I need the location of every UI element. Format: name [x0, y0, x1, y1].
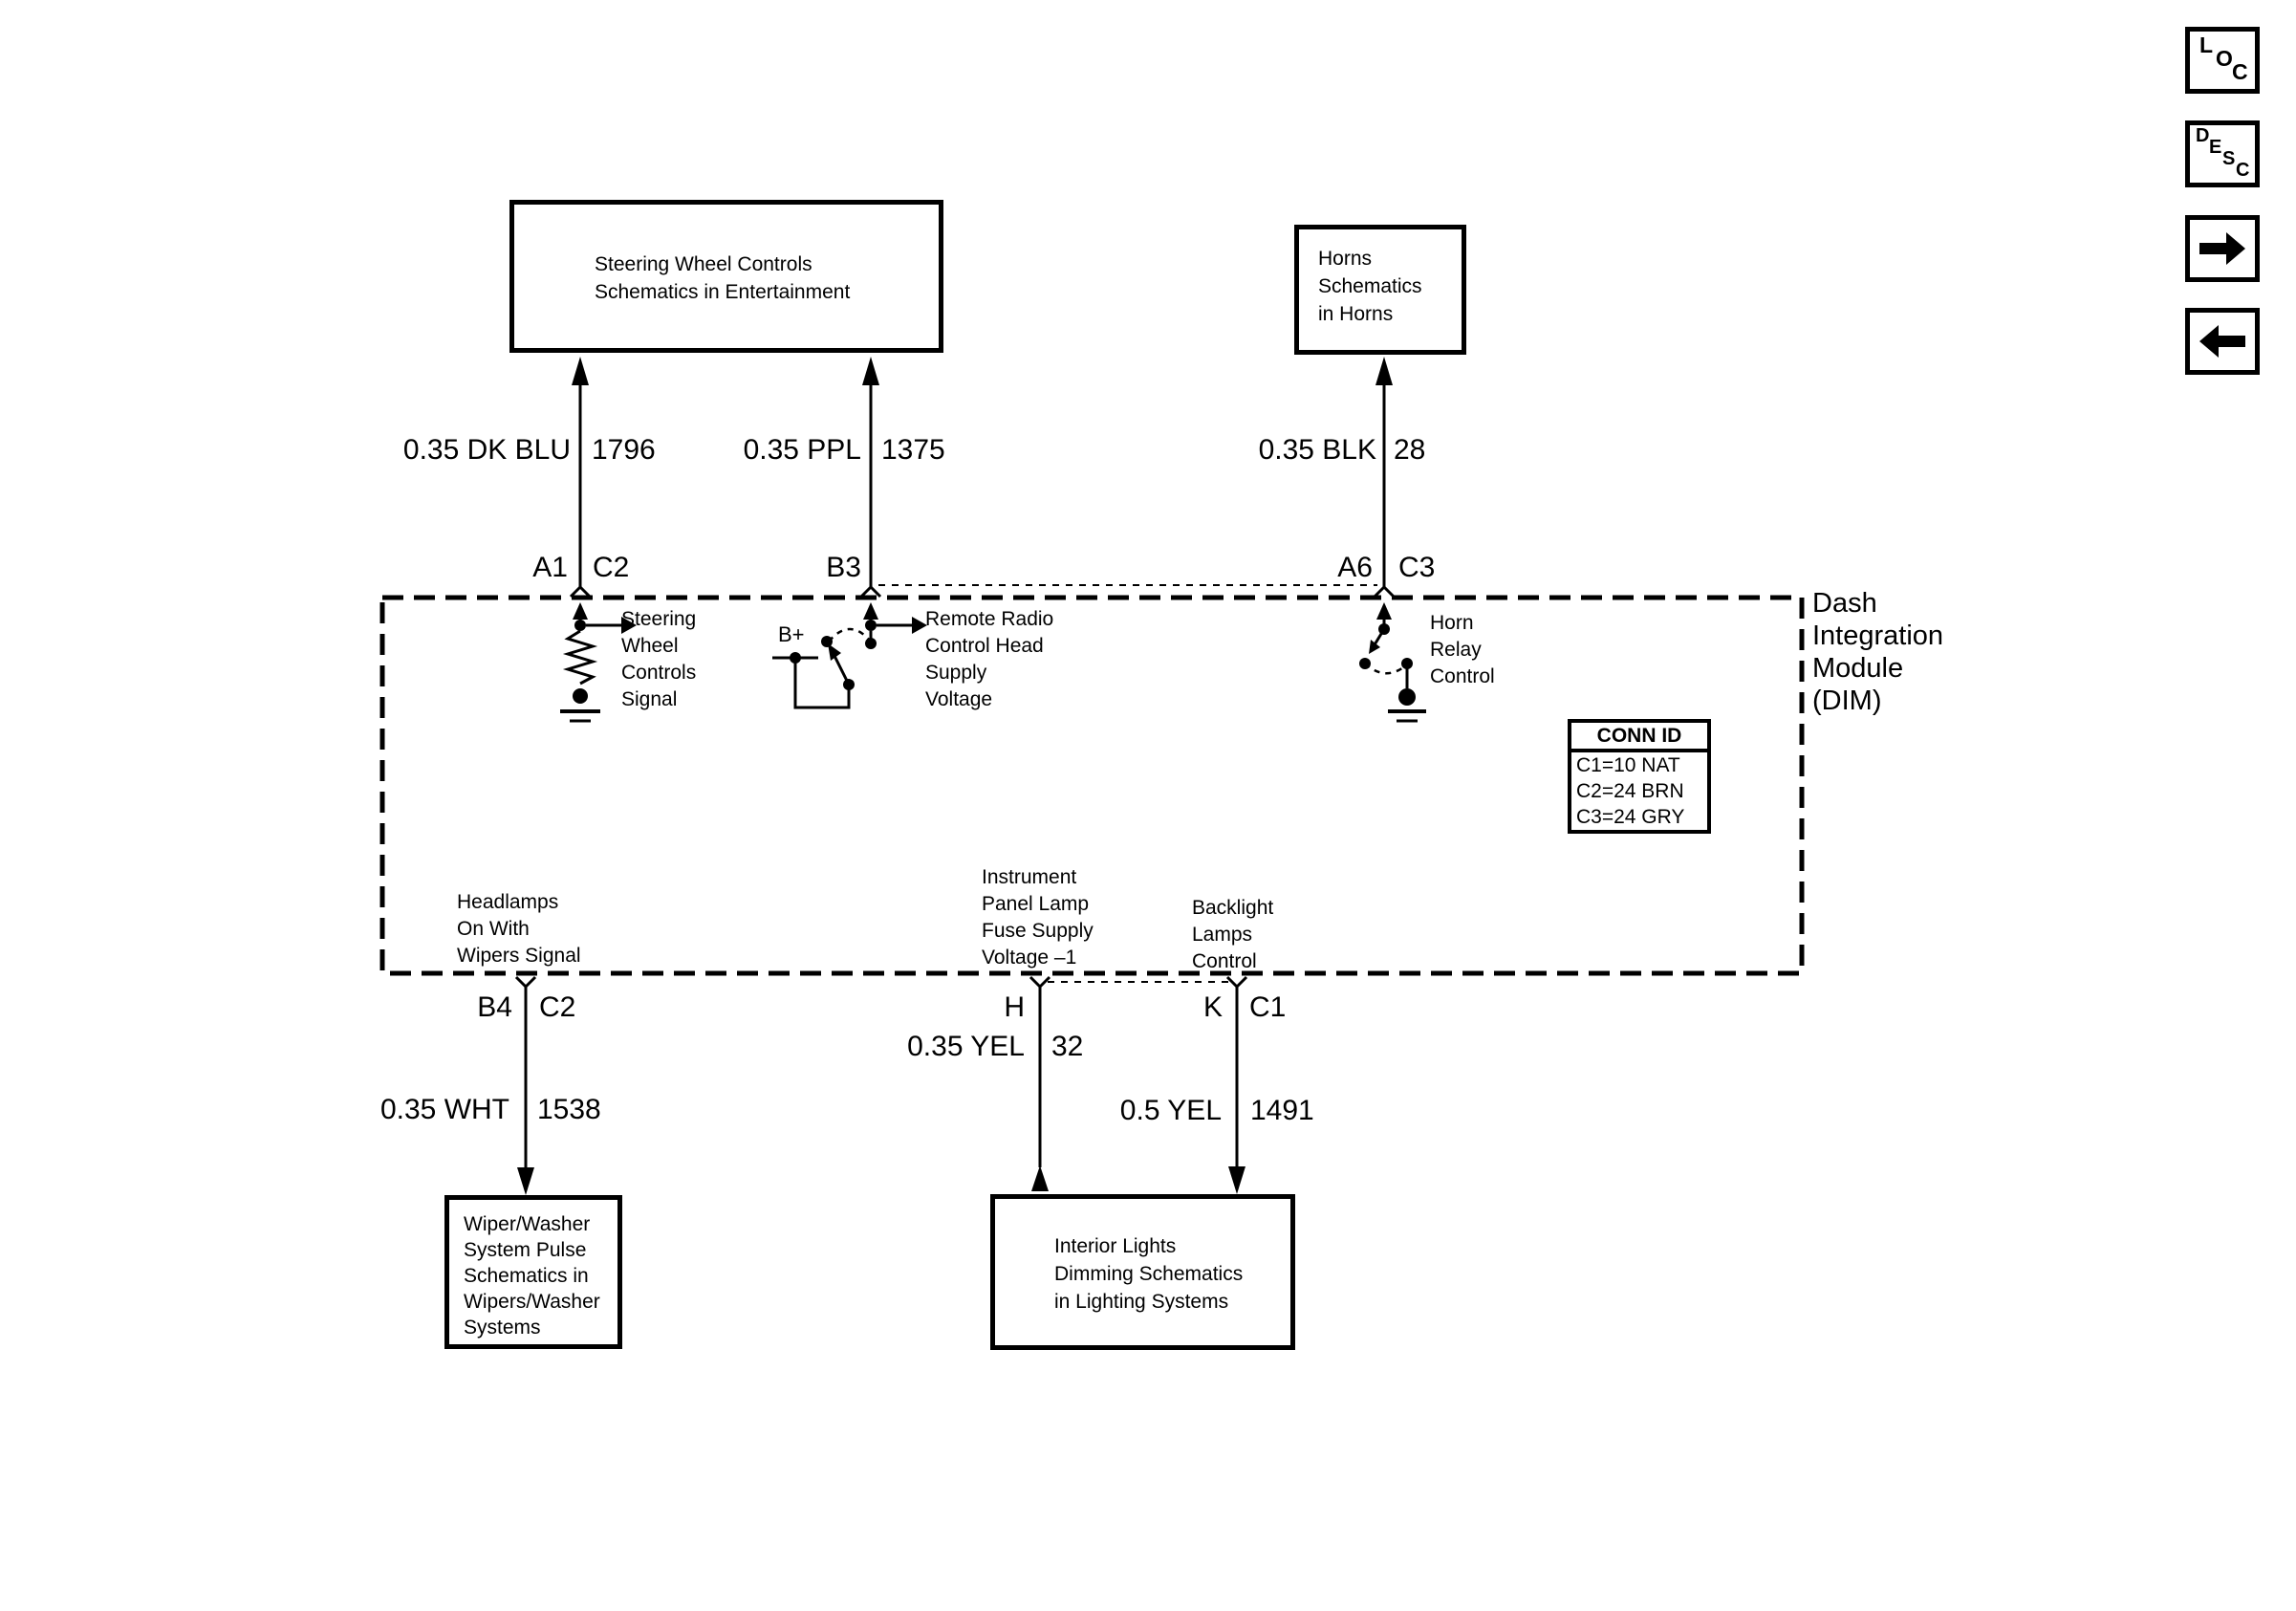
- loc-letter-c: C: [2232, 59, 2248, 84]
- dim-module-boundary: [379, 595, 1805, 976]
- desc-letter-s: S: [2222, 148, 2236, 169]
- desc-button[interactable]: D E S C: [2185, 120, 2260, 187]
- wire-label-yel32: 0.35 YEL: [907, 1031, 1025, 1062]
- conn-c3: C3: [1398, 552, 1436, 583]
- bplus-label: B+: [778, 622, 805, 646]
- wire-label-ppl: 0.35 PPL: [743, 434, 861, 466]
- wire-label-wht: 0.35 WHT: [379, 1094, 509, 1125]
- headlamps-label: Headlamps On With Wipers Signal: [457, 891, 581, 967]
- circuit-32: 32: [1051, 1031, 1084, 1062]
- pin-a1: A1: [532, 552, 568, 583]
- pin-h: H: [1004, 991, 1025, 1023]
- conn-id-row-c3: C3=24 GRY: [1576, 806, 1685, 828]
- interior-ref-label: Interior Lights Dimming Schematics in Li…: [1054, 1235, 1244, 1313]
- pin-b3: B3: [826, 552, 861, 583]
- horn-relay-label: Horn Relay Control: [1430, 612, 1495, 687]
- wire-label-yel1491: 0.5 YEL: [1119, 1095, 1222, 1126]
- bplus-switch-icon: [772, 602, 927, 709]
- steering-wheel-controls-ref-box[interactable]: Steering Wheel Controls Schematics in En…: [509, 200, 943, 353]
- interior-lights-ref-box[interactable]: Interior Lights Dimming Schematics in Li…: [990, 1194, 1295, 1350]
- wire-label-blk: 0.35 BLK: [1258, 434, 1376, 466]
- backlight-label: Backlight Lamps Control: [1192, 897, 1274, 972]
- desc-letter-e: E: [2209, 137, 2222, 158]
- wire-wht-1538: [514, 975, 537, 1195]
- wiper-washer-ref-box[interactable]: Wiper/Washer System Pulse Schematics in …: [444, 1195, 622, 1349]
- right-arrow-icon: [2199, 232, 2245, 265]
- pin-k: K: [1202, 991, 1223, 1023]
- pin-a6: A6: [1337, 552, 1373, 583]
- circuit-1375: 1375: [881, 434, 945, 466]
- wire-yel-32: [1029, 975, 1051, 1191]
- forward-arrow-button[interactable]: [2185, 215, 2260, 282]
- steering-signal-label: Steering Wheel Controls Signal: [621, 608, 697, 710]
- circuit-1491: 1491: [1250, 1095, 1314, 1126]
- loc-button[interactable]: L O C: [2185, 27, 2260, 94]
- wire-dkblu-1796: [569, 357, 592, 599]
- back-arrow-button[interactable]: [2185, 308, 2260, 375]
- wire-yel-1491: [1225, 975, 1248, 1194]
- loc-letter-l: L: [2199, 33, 2214, 57]
- conn-id-table: CONN ID C1=10 NAT C2=24 BRN C3=24 GRY: [1568, 719, 1711, 834]
- circuit-28: 28: [1394, 434, 1426, 466]
- horns-ref-label: Horns Schematics in Horns: [1318, 248, 1422, 325]
- desc-letter-c: C: [2236, 160, 2250, 181]
- conn-id-row-c1: C1=10 NAT: [1576, 754, 1680, 776]
- remote-radio-label: Remote Radio Control Head Supply Voltage: [925, 608, 1054, 710]
- pin-b4: B4: [477, 991, 512, 1023]
- instrument-panel-label: Instrument Panel Lamp Fuse Supply Voltag…: [982, 866, 1094, 969]
- steering-signal-resistor-icon: [560, 602, 637, 723]
- wire-label-dkblu: 0.35 DK BLU: [402, 434, 571, 466]
- left-arrow-icon: [2199, 325, 2245, 358]
- wire-ppl-1375: [859, 357, 882, 599]
- conn-c2-top: C2: [593, 552, 630, 583]
- horns-ref-box[interactable]: Horns Schematics in Horns: [1294, 225, 1466, 355]
- steering-ref-label: Steering Wheel Controls Schematics in En…: [595, 253, 851, 303]
- conn-id-row-c2: C2=24 BRN: [1576, 780, 1684, 802]
- conn-id-title: CONN ID: [1571, 723, 1707, 752]
- desc-letter-d: D: [2196, 125, 2210, 146]
- dim-module-title: Dash Integration Module (DIM): [1812, 588, 1944, 716]
- conn-c2-bottom: C2: [539, 991, 576, 1023]
- wire-blk-28: [1373, 357, 1396, 599]
- horn-relay-switch-icon: [1359, 602, 1426, 723]
- conn-c1: C1: [1249, 991, 1287, 1023]
- loc-letter-o: O: [2216, 46, 2233, 71]
- circuit-1796: 1796: [592, 434, 656, 466]
- wiper-ref-label: Wiper/Washer System Pulse Schematics in …: [464, 1213, 600, 1339]
- circuit-1538: 1538: [537, 1094, 601, 1125]
